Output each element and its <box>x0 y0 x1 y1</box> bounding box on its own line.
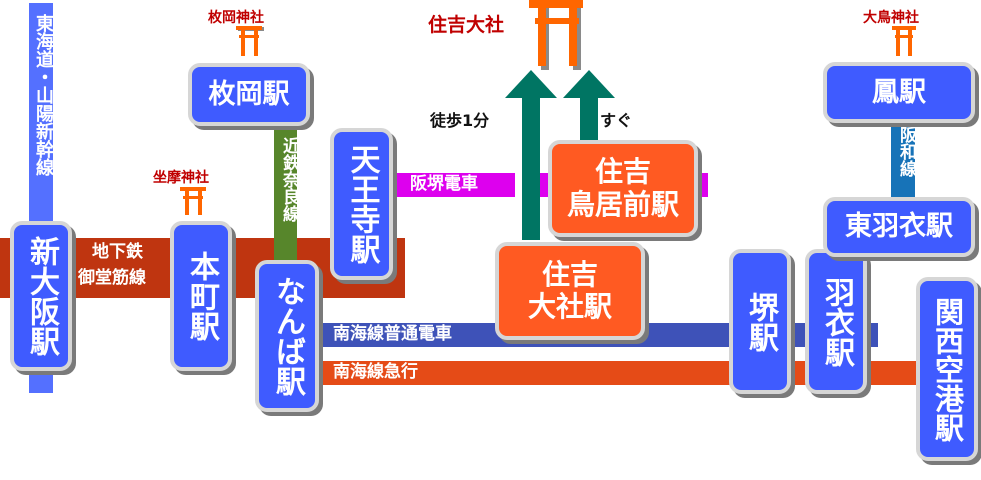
station-sumiyoshi-taisha-label-1: 住吉 <box>541 257 598 291</box>
torii-icon-zama <box>180 187 206 215</box>
station-sumiyoshi-toriimae-label-1: 住吉 <box>594 155 651 189</box>
station-hagoromo[interactable]: 羽衣駅 <box>805 249 867 394</box>
station-higashi-hagoromo[interactable]: 東羽衣駅 <box>823 197 975 257</box>
station-namba[interactable]: なんば駅 <box>255 260 319 412</box>
shrine-name-sumiyoshi: 住吉大社 <box>428 14 505 36</box>
shrine-name-otori: 大鳥神社 <box>863 10 919 26</box>
station-higashi-hagoromo-label: 東羽衣駅 <box>845 211 953 243</box>
shrine-name-hiraoka: 枚岡神社 <box>208 10 264 26</box>
torii-icon-otori <box>892 26 916 56</box>
station-kansai-airport[interactable]: 関西空港駅 <box>916 277 978 461</box>
station-ootori[interactable]: 鳳駅 <box>823 62 975 123</box>
station-tennoji-label: 天王寺駅 <box>344 144 380 264</box>
station-sumiyoshi-taisha-text: 住吉 大社駅 <box>527 257 612 323</box>
station-sumiyoshi-toriimae-label-2: 鳥居前駅 <box>566 187 679 221</box>
station-namba-label: なんば駅 <box>270 276 305 396</box>
station-sumiyoshi-taisha-label-2: 大社駅 <box>527 290 612 323</box>
walk-time-taisha: 徒歩1分 <box>430 111 490 130</box>
shrine-name-zama: 坐摩神社 <box>153 170 209 186</box>
walk-time-toriimae: すぐ <box>600 111 633 130</box>
torii-icon-hiraoka <box>236 26 264 56</box>
station-sakai-label: 堺駅 <box>743 291 778 352</box>
nankai-express-line-label: 南海線急行 <box>333 362 418 382</box>
hankai-line <box>395 173 515 197</box>
station-sumiyoshi-toriimae-text: 住吉 鳥居前駅 <box>566 155 679 221</box>
hanwa-line <box>891 122 915 198</box>
midosuji-line-label-1: 地下鉄 <box>92 242 143 262</box>
kintetsu-nara-line-label: 近鉄奈良線 <box>279 137 299 222</box>
station-ootori-label: 鳳駅 <box>872 76 926 108</box>
station-sakai[interactable]: 堺駅 <box>729 249 791 394</box>
kintetsu-nara-line <box>274 126 297 266</box>
station-shin-osaka[interactable]: 新大阪駅 <box>10 221 72 371</box>
torii-icon-sumiyoshi <box>529 0 583 70</box>
hankai-line-label: 阪堺電車 <box>410 174 478 194</box>
station-tennoji[interactable]: 天王寺駅 <box>330 128 393 280</box>
walk-arrow-taisha <box>505 70 557 240</box>
station-hiraoka[interactable]: 枚岡駅 <box>188 63 310 126</box>
station-shin-osaka-label: 新大阪駅 <box>24 236 59 356</box>
station-hommachi[interactable]: 本町駅 <box>170 221 232 371</box>
shinkansen-line-label: 東海道・山陽新幹線 <box>33 14 54 176</box>
station-sumiyoshi-taisha[interactable]: 住吉 大社駅 <box>495 242 645 340</box>
station-hommachi-label: 本町駅 <box>184 251 219 341</box>
nankai-local-line-label: 南海線普通電車 <box>333 324 452 344</box>
station-hagoromo-label: 羽衣駅 <box>819 276 854 367</box>
midosuji-line-label-2: 御堂筋線 <box>78 268 146 288</box>
station-sumiyoshi-toriimae[interactable]: 住吉 鳥居前駅 <box>548 140 698 237</box>
station-kansai-airport-label: 関西空港駅 <box>930 296 965 442</box>
station-hiraoka-label: 枚岡駅 <box>208 78 290 110</box>
hanwa-line-label: 阪和線 <box>896 126 916 177</box>
